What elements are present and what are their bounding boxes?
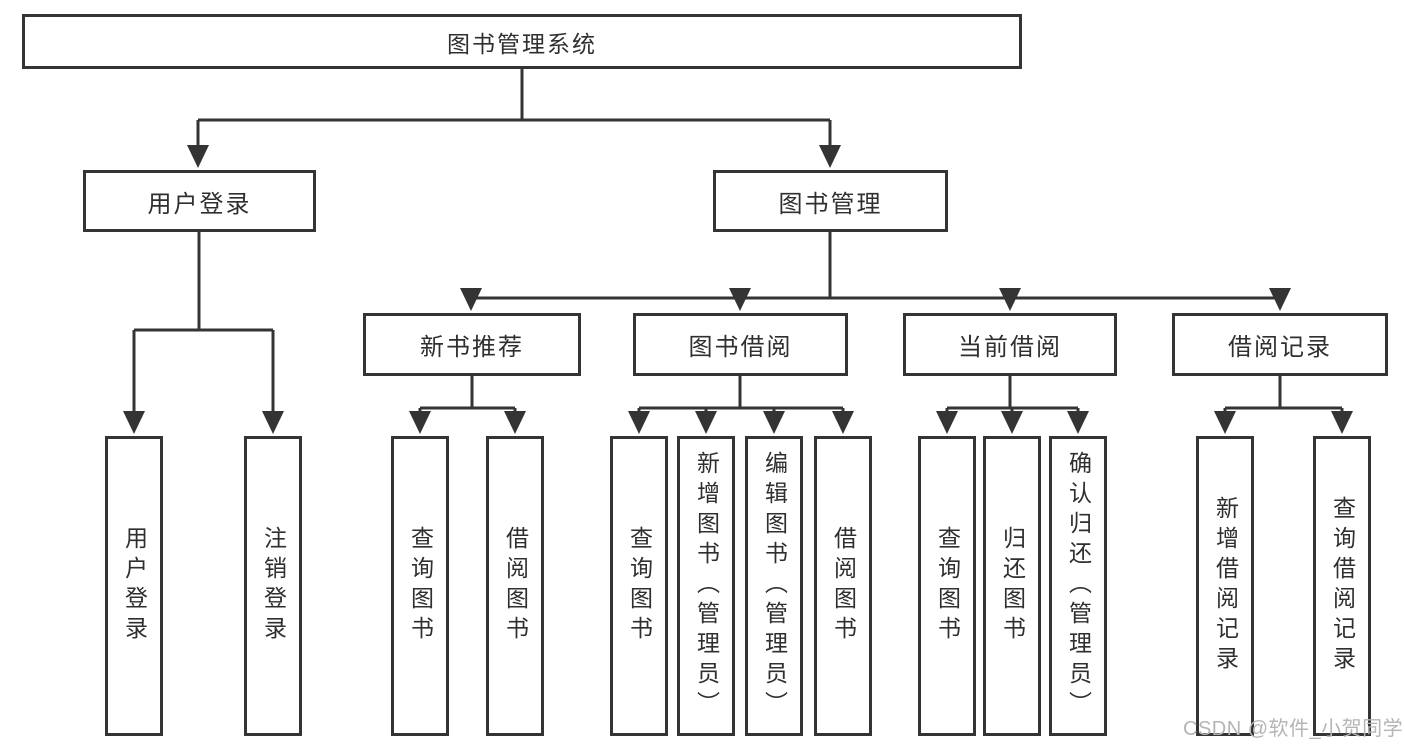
node-current-query-book: 查询图书 [918,436,976,736]
node-record-add-record: 新增借阅记录 [1196,436,1254,736]
node-current-borrow: 当前借阅 [903,313,1117,376]
node-borrow-record: 借阅记录 [1172,313,1388,376]
node-current-confirm-return-admin: 确认归还（管理员） [1049,436,1107,736]
node-current-return-book: 归还图书 [983,436,1041,736]
node-book-borrow: 图书借阅 [633,313,848,376]
node-user-login-leaf: 用户登录 [105,436,163,736]
node-borrow-query-book: 查询图书 [610,436,668,736]
node-logout-leaf: 注销登录 [244,436,302,736]
node-recommend-query-book: 查询图书 [391,436,449,736]
csdn-watermark: CSDN @软件_小贺同学 [1183,718,1404,740]
node-borrow-borrow-book: 借阅图书 [814,436,872,736]
node-recommend-borrow-book: 借阅图书 [486,436,544,736]
node-root: 图书管理系统 [22,14,1022,69]
node-book-management: 图书管理 [713,170,948,232]
node-borrow-edit-book-admin: 编辑图书（管理员） [745,436,803,736]
node-user-login: 用户登录 [83,170,316,232]
node-new-book-recommend: 新书推荐 [363,313,581,376]
node-record-query-record: 查询借阅记录 [1313,436,1371,736]
node-borrow-add-book-admin: 新增图书（管理员） [677,436,735,736]
